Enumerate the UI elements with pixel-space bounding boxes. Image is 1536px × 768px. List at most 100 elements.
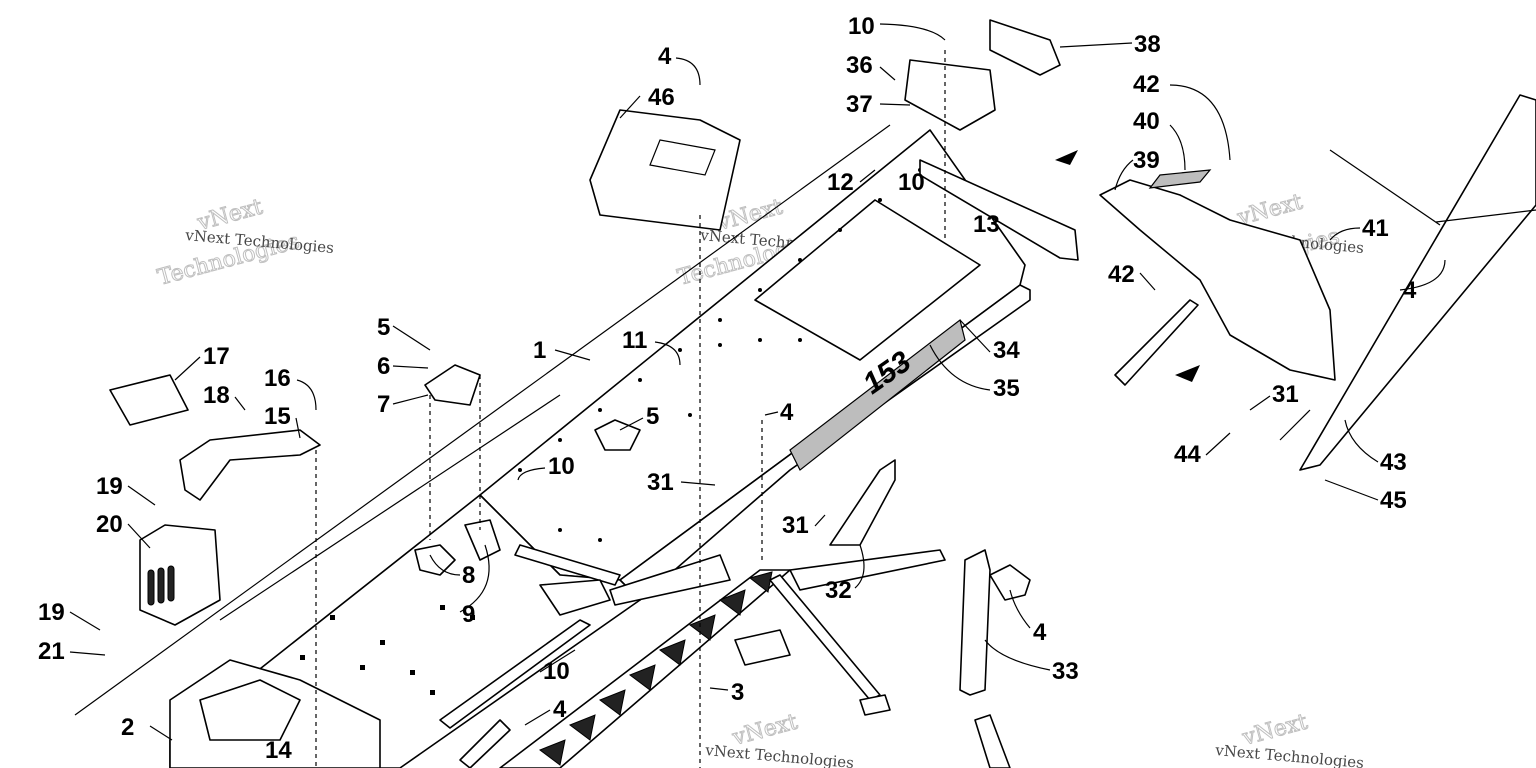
leader-10c [539,649,576,673]
leader-42 [1169,84,1231,161]
callout-10: 10 [548,453,575,480]
callout-3: 3 [731,679,744,706]
callout-18: 18 [203,382,230,409]
callout-15: 15 [264,403,291,430]
callout-17: 17 [203,343,230,370]
leader-40 [1169,124,1186,171]
leader-4b [764,411,779,416]
bulkhead-cutout [199,679,301,741]
grille-slots [147,565,175,606]
fastener-lines [315,50,946,768]
callout-10: 10 [848,13,875,40]
chassis-inner-line [219,394,561,621]
rear-support-arm [789,549,946,591]
leader-41 [1329,227,1361,241]
flap-mount-37 [904,59,996,131]
direction-arrow-right [1175,365,1200,382]
leader-4c [1399,259,1446,291]
callout-14: 14 [265,737,292,764]
callout-43: 43 [1380,449,1407,476]
callout-31: 31 [782,512,809,539]
flap-bracket-plate [989,564,1031,601]
callout-1: 1 [533,337,546,364]
leader-6 [392,365,429,369]
leader-16 [296,379,317,411]
handle-15 [179,429,321,501]
bumper-ref-line-2 [1329,149,1441,226]
lower-rail [439,619,591,729]
leader-21 [69,651,106,656]
callout-31: 31 [647,469,674,496]
leader-42b [1139,272,1156,291]
callout-13: 13 [973,211,1000,238]
leader-10 [879,23,946,41]
rear-flap-bracket [959,549,991,696]
front-mount [539,579,611,616]
leader-31b [680,481,716,486]
callout-36: 36 [846,52,873,79]
leader-32 [854,544,865,589]
bracket-17 [109,374,189,426]
reflector-40 [1148,169,1212,189]
leader-18 [234,396,246,411]
callout-7: 7 [377,391,390,418]
leader-9 [459,544,490,613]
leader-12 [859,169,876,183]
leader-31c [814,514,826,527]
callout-31: 31 [1272,381,1299,408]
callout-41: 41 [1362,215,1389,242]
leader-3 [709,687,729,691]
callout-labels: 10 38 4 36 46 42 37 40 39 12 10 13 41 42… [38,13,1417,764]
running-board-cleats [538,571,773,766]
lower-rail-tab [459,719,511,768]
mount-7 [424,364,481,406]
callout-32: 32 [825,577,852,604]
callout-19: 19 [96,473,123,500]
callout-4: 4 [780,399,794,426]
leader-20 [127,523,151,549]
callout-46: 46 [648,84,675,111]
leader-46 [619,95,641,119]
callout-4: 4 [1033,619,1047,646]
callout-42: 42 [1108,261,1135,288]
callout-5: 5 [377,314,390,341]
callout-20: 20 [96,511,123,538]
tunnel-recess-panel [754,199,981,361]
tunnel-rivet-row [518,168,922,542]
seat-pad [589,109,741,231]
leader-43 [1344,419,1379,463]
chassis-left-edge-line [74,124,891,716]
leader-11 [654,341,681,366]
light-bracket [1114,299,1199,386]
rear-bumper-43 [1299,94,1536,471]
callout-35: 35 [993,375,1020,402]
rear-plate-13 [919,159,1079,261]
callout-37: 37 [846,91,873,118]
callout-9: 9 [462,601,475,628]
rear-lower-bracket [974,714,1011,768]
callout-4: 4 [553,696,567,723]
callout-40: 40 [1133,108,1160,135]
leader-lines [69,23,1446,741]
leader-45 [1324,479,1379,501]
tail-light-housing [1099,179,1336,381]
callout-44: 44 [1174,441,1201,468]
leader-35 [929,344,991,391]
floor-holes [300,605,475,695]
callout-6: 6 [377,353,390,380]
bumper-end [1279,409,1311,441]
mount-8 [414,544,456,576]
leader-5b [619,417,644,431]
callout-12: 12 [827,169,854,196]
tunnel-chassis: 153 [74,124,1031,768]
leader-2 [149,725,173,741]
leader-39 [1114,159,1134,191]
mount-5 [594,419,641,451]
leader-19 [127,485,156,506]
callout-4: 4 [1403,277,1417,304]
callout-38: 38 [1134,31,1161,58]
leader-15 [295,417,301,439]
leader-4 [675,57,701,86]
